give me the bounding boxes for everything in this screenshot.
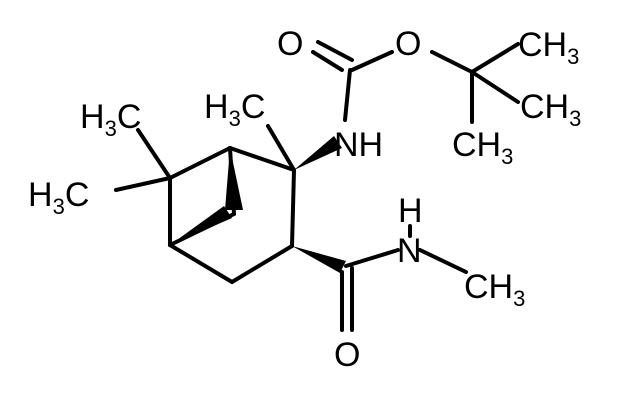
nh-carbamate-label: NH xyxy=(334,126,383,164)
ring-methyl-label: H3C xyxy=(204,88,265,131)
amide-group-bonds xyxy=(340,224,468,332)
bond-carbonyl-o-ester xyxy=(350,50,394,72)
o-ester-label: O xyxy=(395,25,421,63)
tbu-methyl-b-label: CH3 xyxy=(520,88,581,131)
bond-amide-c-n xyxy=(344,248,400,268)
gem-methyl-a-label: H3C xyxy=(80,98,141,141)
atom-labels: O O CH3 CH3 CH3 NH H3C H3C H3C H N CH3 O xyxy=(28,25,581,374)
gem-methyl-b-label: H3C xyxy=(28,176,89,219)
bond-n-methyl xyxy=(418,248,468,274)
wedge-c3-amide xyxy=(292,246,346,273)
bond-c2-methyl xyxy=(266,124,296,172)
stereo-wedges xyxy=(170,136,346,273)
tbu-methyl-a-label: CH3 xyxy=(518,26,579,69)
bond-c4-c3 xyxy=(230,244,294,284)
bond-tbu-methyl-a xyxy=(470,42,520,74)
n-methyl-label: CH3 xyxy=(464,268,525,311)
o-carbonyl-label: O xyxy=(277,25,303,63)
bicyclic-core-bonds xyxy=(114,124,296,284)
wedge-c1-bridge xyxy=(225,148,243,210)
bond-c6-methyl-b xyxy=(114,176,172,192)
o-amide-label: O xyxy=(334,336,360,374)
amide-n-label: N xyxy=(397,232,422,270)
bond-c6-methyl-a xyxy=(136,128,172,180)
boc-group-bonds xyxy=(311,40,520,124)
bond-c2-c1 xyxy=(228,146,296,172)
bond-o-tbu xyxy=(430,50,474,74)
amide-h-label: H xyxy=(398,192,423,230)
wedge-c2-nh xyxy=(294,136,342,170)
bond-carbonyl-o-double-1 xyxy=(311,50,344,72)
bond-tbu-methyl-b xyxy=(470,70,520,104)
bond-c3-c2 xyxy=(290,168,296,248)
bond-nh-carbonyl xyxy=(343,68,352,122)
tbu-methyl-c-label: CH3 xyxy=(452,126,513,169)
bond-carbonyl-o-double-2 xyxy=(316,40,354,62)
bond-c1-c6 xyxy=(168,146,232,180)
bond-c5-c4 xyxy=(168,243,234,284)
wedge-c5-bridge xyxy=(170,206,232,245)
